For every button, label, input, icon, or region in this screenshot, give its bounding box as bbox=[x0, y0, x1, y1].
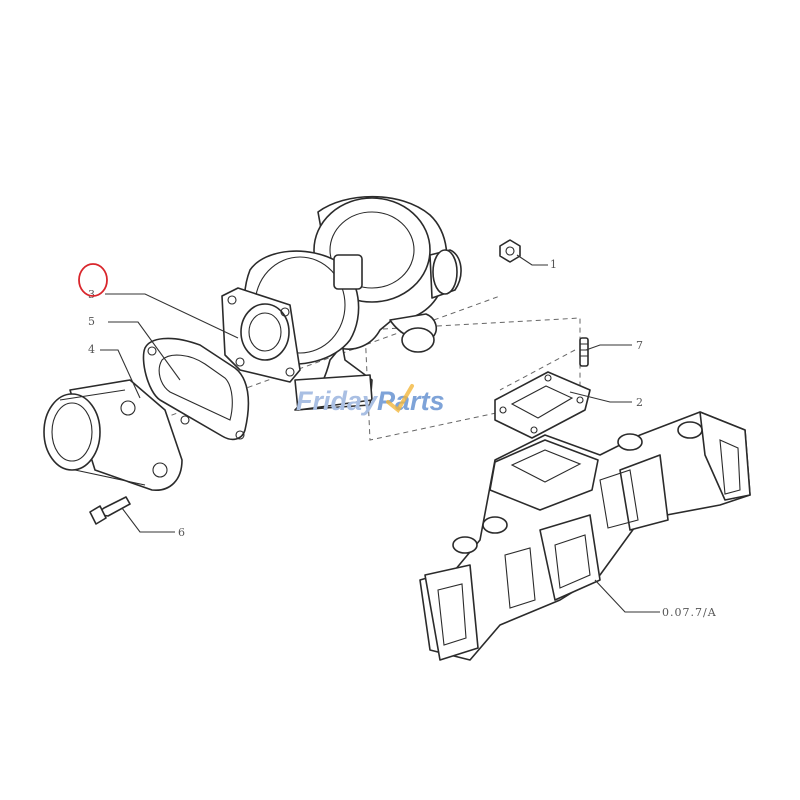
nut-part-1 bbox=[499, 239, 521, 263]
callout-leader-lines bbox=[100, 254, 660, 613]
callout-5: 5 bbox=[88, 315, 96, 328]
exhaust-manifold bbox=[419, 411, 751, 661]
svg-text:FridayParts: FridayParts bbox=[296, 386, 445, 416]
watermark: FridayParts bbox=[296, 384, 445, 416]
callout-7: 7 bbox=[636, 339, 644, 352]
callout-2: 2 bbox=[636, 396, 644, 409]
callout-3: 3 bbox=[88, 288, 96, 301]
stud-part-7 bbox=[579, 337, 589, 367]
callout-1: 1 bbox=[550, 258, 558, 271]
gasket-part-5 bbox=[142, 337, 250, 441]
bolt-part-6 bbox=[89, 496, 131, 525]
elbow-adapter-part-4 bbox=[43, 379, 183, 491]
callout-ref-manifold: 0.07.7/A bbox=[662, 606, 717, 619]
turbocharger bbox=[221, 195, 462, 411]
watermark-accent-mark bbox=[386, 384, 414, 414]
highlight-circle bbox=[78, 263, 108, 297]
flange-gasket-part-2 bbox=[494, 371, 591, 439]
callout-4: 4 bbox=[88, 343, 96, 356]
callout-6: 6 bbox=[178, 526, 186, 539]
watermark-word-1: Friday bbox=[296, 386, 379, 416]
